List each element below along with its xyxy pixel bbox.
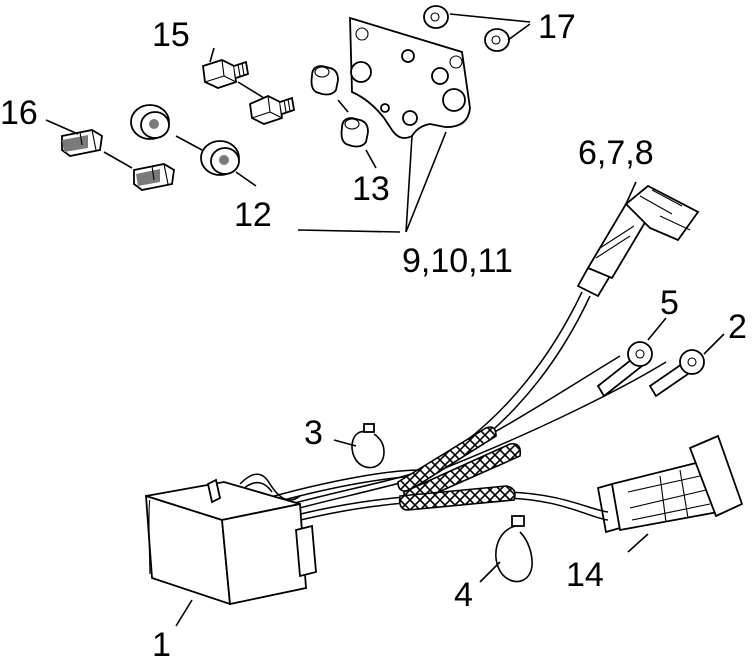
callout-1: 1: [152, 626, 171, 664]
callout-13: 12: [234, 196, 272, 234]
callout-4: 4: [454, 576, 473, 614]
bumper-upper: [310, 65, 339, 96]
callout-12: 9,10,11: [402, 242, 513, 280]
spacer-right: [484, 28, 510, 52]
callout-16: 16: [0, 94, 38, 132]
screw-lower: [249, 95, 296, 125]
grommet-lower: [200, 140, 240, 176]
grommet-upper: [130, 104, 170, 140]
callout-6-7-8: 6,7,8: [578, 134, 654, 172]
screw-upper: [202, 59, 250, 89]
callout-14: 13: [352, 170, 390, 208]
clip-upper: [61, 129, 103, 157]
leader-lines: [45, 13, 725, 627]
connector-upper: [576, 184, 700, 298]
clip-lower: [133, 163, 175, 191]
cable-tie-3: [351, 423, 385, 469]
cable-tie-4: [495, 515, 533, 583]
ring-terminal-2: [648, 349, 705, 398]
callout-5: 5: [660, 284, 679, 322]
callout-17: 17: [538, 8, 576, 46]
module-box: [145, 478, 317, 606]
connector-lower: [596, 434, 744, 534]
callout-9-10-11: 14: [566, 556, 604, 594]
callout-2: 2: [728, 308, 747, 346]
spacer-left: [423, 5, 449, 29]
mounting-bracket: [349, 16, 471, 139]
callout-15: 15: [152, 16, 190, 54]
ring-terminal-5: [596, 341, 653, 398]
bumper-lower: [340, 117, 369, 148]
callout-3: 3: [304, 414, 323, 452]
